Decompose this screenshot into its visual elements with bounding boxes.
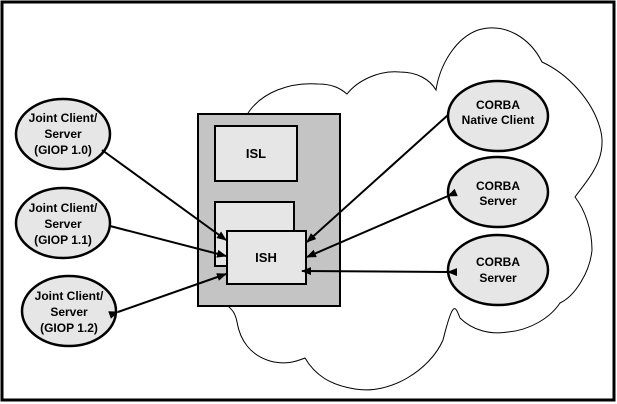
- corba-label-line2: Server: [479, 271, 517, 285]
- corba-label-line2: Native Client: [462, 113, 535, 127]
- corba-label-line1: CORBA: [476, 255, 520, 269]
- arrow-giop-1-2-ish: [108, 273, 227, 319]
- corba-native-client-node[interactable]: CORBA Native Client: [446, 79, 550, 153]
- client-node-giop-1-2[interactable]: Joint Client/ Server (GIOP 1.2): [20, 274, 118, 348]
- client-label-line1: Joint Client/: [35, 289, 104, 303]
- arrow-corba-server-2-ish: [301, 267, 458, 277]
- isl-label: ISL: [246, 146, 266, 161]
- arrow-corba-server-1-ish: [306, 188, 458, 258]
- arrow-giop-1-0-to-ish: [101, 149, 227, 241]
- client-label-line2: Server: [44, 127, 82, 141]
- client-label-line1: Joint Client/: [29, 201, 98, 215]
- corba-server-node-1[interactable]: CORBA Server: [446, 155, 550, 229]
- client-label-line3: (GIOP 1.1): [34, 233, 92, 247]
- client-node-giop-1-1[interactable]: Joint Client/ Server (GIOP 1.1): [14, 186, 112, 260]
- client-label-line3: (GIOP 1.0): [34, 143, 92, 157]
- corba-label-line1: CORBA: [476, 98, 520, 112]
- network-cloud: [212, 27, 603, 391]
- arrow-giop-1-1-to-ish: [109, 225, 227, 258]
- client-label-line2: Server: [44, 217, 82, 231]
- corba-label-line2: Server: [479, 194, 517, 208]
- corba-server-node-2[interactable]: CORBA Server: [446, 233, 550, 307]
- ish-box[interactable]: [226, 230, 307, 285]
- client-node-giop-1-0[interactable]: Joint Client/ Server (GIOP 1.0): [14, 97, 112, 171]
- ish-label: ISH: [255, 250, 277, 265]
- client-label-line3: (GIOP 1.2): [40, 321, 98, 335]
- isl-box[interactable]: [214, 125, 298, 182]
- corba-label-line1: CORBA: [476, 179, 520, 193]
- client-label-line1: Joint Client/: [29, 111, 98, 125]
- client-label-line2: Server: [50, 305, 88, 319]
